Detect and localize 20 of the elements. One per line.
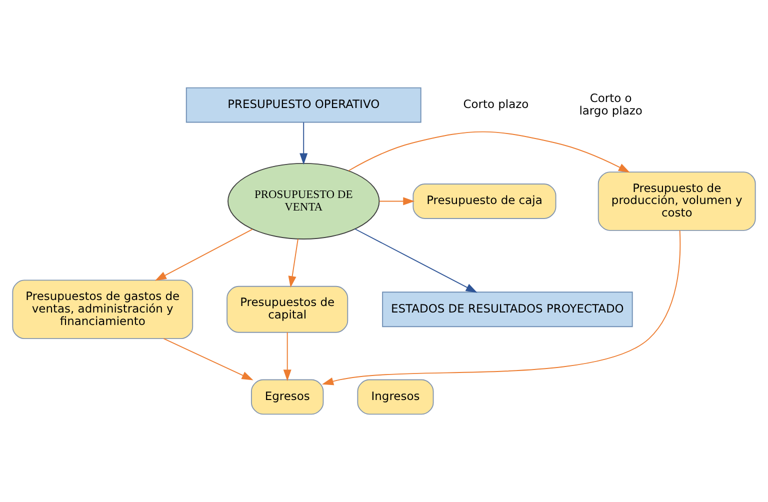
arrow: [300, 122, 308, 165]
arrow: [379, 197, 415, 206]
arrow: [163, 338, 254, 380]
arrow: [348, 131, 630, 173]
label: Corto o largo plazo: [579, 90, 642, 118]
arrow: [154, 228, 253, 281]
node-box: Presupuestos de gastos de ventas, administración y financiamiento: [12, 280, 194, 340]
arrow: [288, 238, 298, 288]
arrow: [283, 332, 292, 382]
node-box: ESTADOS DE RESULTADOS PROYECTADO: [382, 292, 633, 328]
node-box: Egresos: [250, 379, 324, 415]
node-box: Presupuesto de producción, volumen y costo: [598, 172, 756, 231]
label: Corto plazo: [463, 97, 529, 112]
node-box: Ingresos: [357, 379, 434, 415]
node-box: PRESUPUESTO OPERATIVO: [186, 87, 422, 123]
arrow: [322, 230, 681, 386]
node-ellipse: PROSUPUESTO DE VENTA: [228, 162, 380, 240]
arrow: [354, 228, 478, 293]
node-box: Presupuestos de capital: [226, 286, 348, 333]
node-box: Presupuesto de caja: [412, 184, 556, 219]
